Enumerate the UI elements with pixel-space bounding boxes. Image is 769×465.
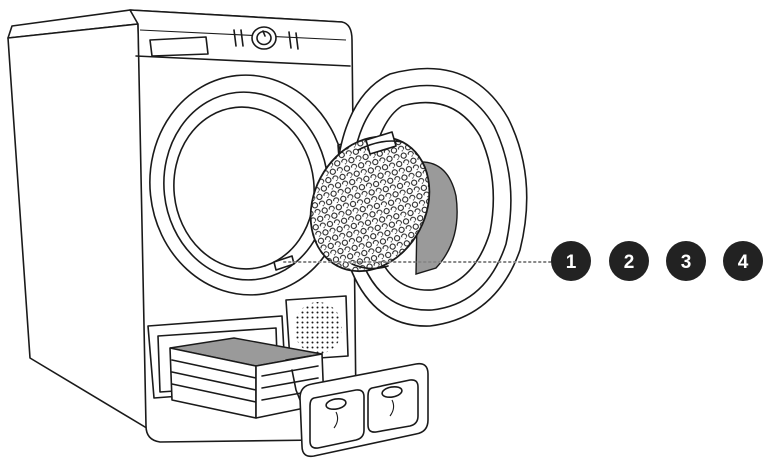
callout-4: 4 bbox=[723, 241, 763, 281]
callout-2-label: 2 bbox=[624, 252, 635, 273]
program-dial-icon bbox=[252, 27, 276, 49]
callout-1-label: 1 bbox=[566, 252, 577, 273]
callout-2: 2 bbox=[609, 241, 649, 281]
callout-1: 1 bbox=[551, 241, 591, 281]
callout-4-label: 4 bbox=[738, 252, 749, 273]
speaker-grille bbox=[294, 302, 342, 354]
callout-3: 3 bbox=[666, 241, 706, 281]
callout-3-label: 3 bbox=[681, 252, 692, 273]
